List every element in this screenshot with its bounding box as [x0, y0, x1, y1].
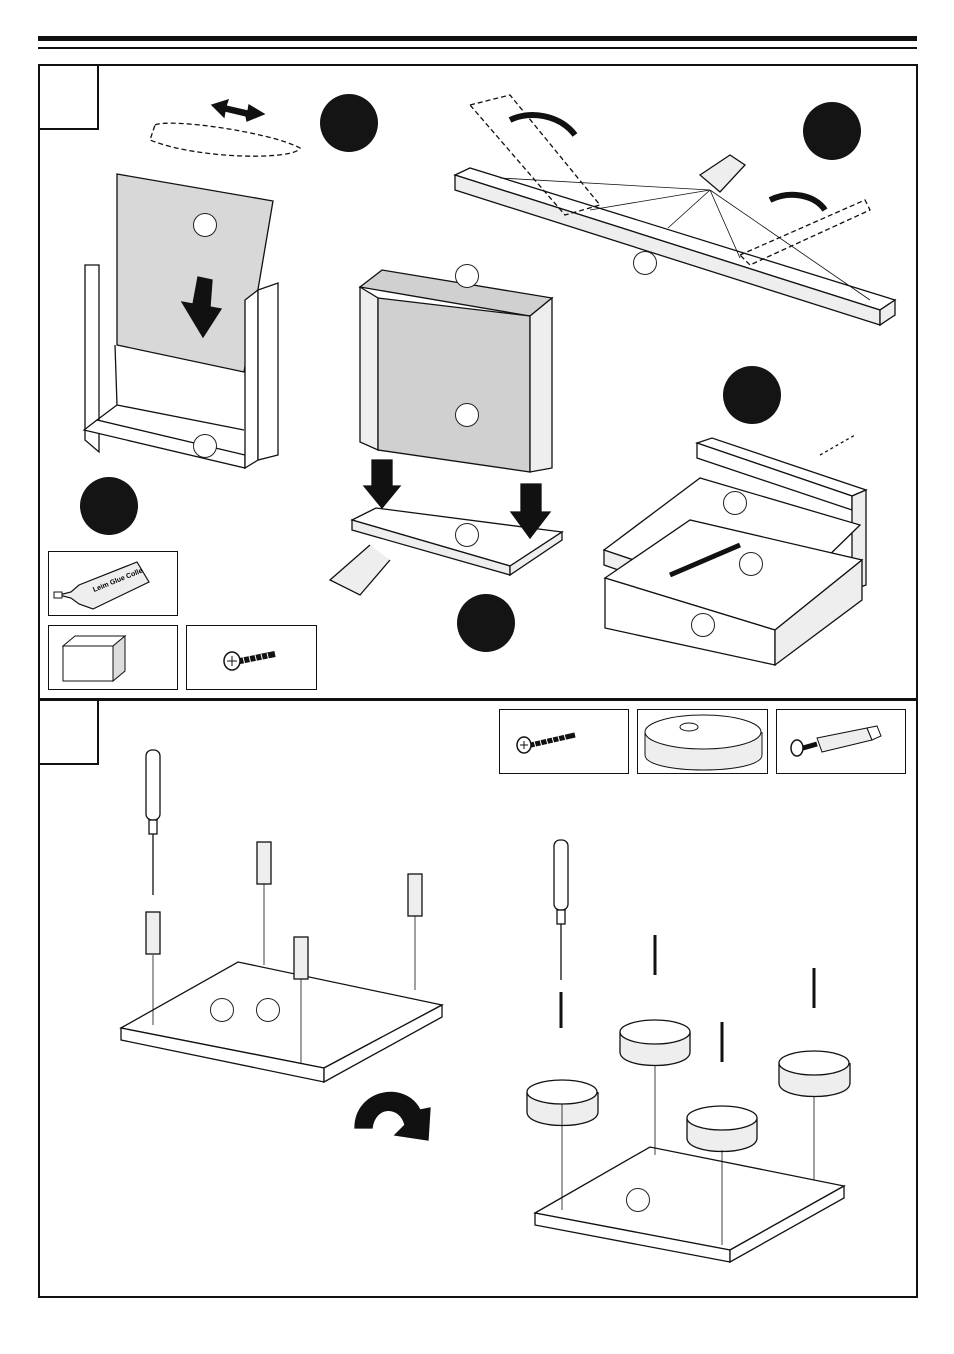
step-2-drawings	[119, 749, 851, 1264]
instruction-frame	[38, 64, 918, 1298]
step-number-box-2	[40, 701, 99, 765]
callout-dot-b	[803, 102, 861, 160]
part-ref-10	[210, 998, 234, 1022]
part-ref-8	[739, 552, 763, 576]
double-arrow-icon	[210, 99, 266, 122]
step-divider	[38, 698, 917, 701]
callout-dot-c	[723, 366, 781, 424]
wood-screw-icon	[559, 935, 816, 1062]
down-arrow-icon	[362, 459, 402, 510]
hardware-box-wood-screw	[499, 709, 629, 774]
cam-bolt-icon	[145, 841, 423, 1064]
bottom-panel-left	[119, 961, 444, 1069]
down-arrow-icon	[180, 276, 223, 339]
flip-arrow-icon	[354, 1091, 431, 1141]
glue-tube-icon: Leim Glue Colle	[53, 561, 150, 610]
header-rule-thin	[38, 47, 917, 49]
down-arrow-icon	[509, 483, 552, 540]
back-panel	[116, 173, 274, 373]
hardware-box-screw	[186, 625, 317, 690]
bottom-panel-right	[533, 1146, 846, 1251]
part-ref-6	[633, 251, 657, 275]
screwdriver-icon	[145, 749, 161, 895]
part-ref-11	[256, 998, 280, 1022]
part-ref-12	[626, 1188, 650, 1212]
hardware-box-felt-pad	[637, 709, 768, 774]
screwdriver-icon	[553, 839, 569, 980]
hardware-box-glue: Leim Glue Colle	[48, 551, 178, 616]
screw-icon	[223, 651, 276, 671]
part-ref-7	[723, 491, 747, 515]
step-number-box-1	[40, 66, 99, 130]
step-1-drawings	[82, 94, 897, 667]
part-ref-9	[691, 613, 715, 637]
part-ref-2	[193, 434, 217, 458]
wood-block-icon	[61, 634, 127, 683]
callout-dot-d	[80, 477, 138, 535]
hardware-box-block	[48, 625, 178, 690]
part-ref-3	[455, 264, 479, 288]
part-ref-5	[455, 523, 479, 547]
felt-pad-icon	[644, 714, 763, 771]
header-rule-thick	[38, 36, 917, 41]
felt-pad-icon	[526, 1019, 851, 1153]
part-ref-4	[455, 403, 479, 427]
callout-dot-e	[457, 594, 515, 652]
part-ref-1	[193, 213, 217, 237]
hardware-box-cam-bolt	[776, 709, 906, 774]
wood-screw-icon	[516, 732, 576, 754]
callout-dot-a	[320, 94, 378, 152]
cam-bolt-icon	[790, 725, 882, 757]
